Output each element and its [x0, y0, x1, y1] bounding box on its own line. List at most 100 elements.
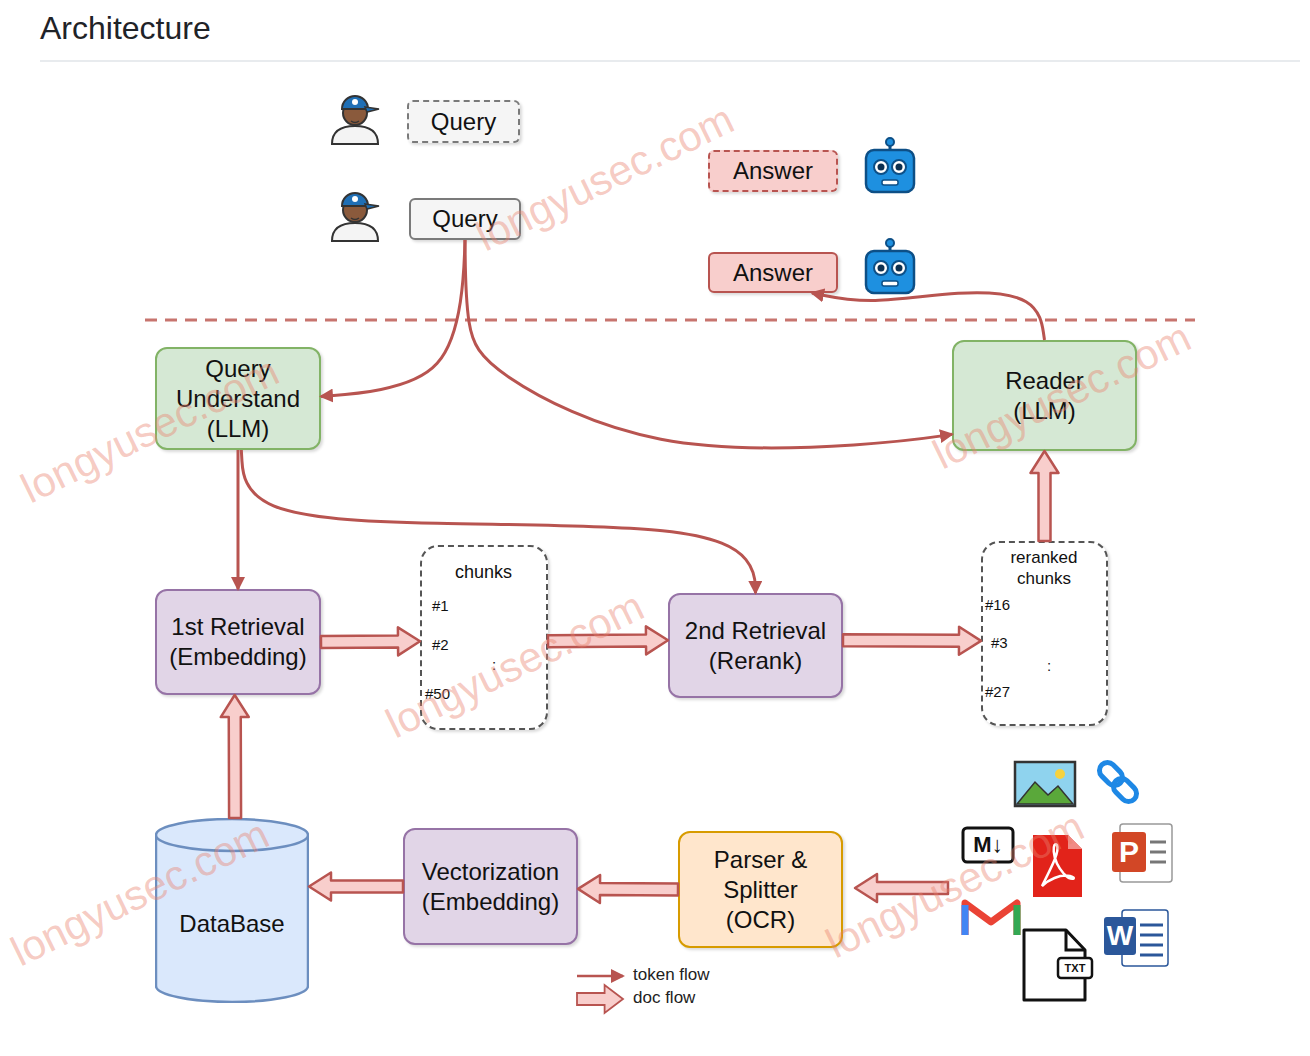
user-icon: [352, 196, 358, 202]
user-icon: [351, 218, 359, 220]
title-rule: [40, 61, 1300, 62]
user-icon: [342, 193, 368, 206]
legend-token-arrow: [577, 975, 623, 978]
txt-file-icon: [1058, 958, 1092, 978]
link-icon: [1096, 759, 1140, 805]
markdown-icon: [963, 828, 1013, 862]
word-icon: [1140, 944, 1163, 947]
robot-icon: [886, 239, 894, 247]
node-text: 1st Retrieval (Embedding): [158, 612, 318, 672]
retrieval-box: 1st Retrieval (Embedding): [155, 589, 321, 695]
node-text: :: [492, 655, 496, 674]
token-flow-arrow: [241, 450, 755, 593]
node-text: Vectorization (Embedding): [406, 857, 576, 917]
doc-flow-arrow: [221, 695, 249, 818]
image-file-icon: [1017, 782, 1073, 804]
node-text: #27: [985, 682, 1010, 701]
node-text: #50: [425, 684, 450, 703]
gmail-icon: [1014, 905, 1021, 935]
robot-icon: [866, 251, 914, 293]
user-icon: [352, 99, 358, 105]
cylinder-body: [156, 835, 308, 1002]
doc-flow-arrow: [321, 627, 420, 655]
powerpoint-icon: [1150, 851, 1166, 854]
node-text: 2nd Retrieval (Rerank): [671, 616, 841, 676]
query-box: Query: [409, 198, 521, 240]
node-text: reranked chunks: [993, 547, 1095, 589]
gmail-icon: [965, 903, 1017, 935]
token-flow-arrow: [812, 293, 1045, 340]
pdf-icon: [1068, 835, 1082, 849]
retrieval-box: 2nd Retrieval (Rerank): [668, 593, 843, 698]
legend-text: doc flow: [633, 987, 695, 1009]
image-file-icon: [1015, 762, 1075, 806]
doc-flow-arrow: [855, 874, 948, 902]
answer-box: Answer: [708, 150, 838, 192]
node-text: Answer: [733, 258, 813, 288]
token-flow-arrow: [321, 240, 465, 396]
node-text: :: [1047, 656, 1051, 675]
node-text: Query: [431, 107, 496, 137]
doc-flow-arrow: [578, 875, 678, 903]
robot-icon: [896, 265, 903, 272]
legend-text: token flow: [633, 964, 710, 986]
process-box: Vectorization (Embedding): [403, 828, 578, 945]
robot-icon: [882, 281, 898, 286]
node-text: Query Understand (LLM): [163, 354, 313, 444]
robot-icon: [878, 265, 885, 272]
robot-icon: [886, 138, 894, 146]
legend-doc-arrow: [577, 985, 623, 1013]
word-icon: [1140, 954, 1163, 957]
robot-icon: [866, 150, 914, 192]
node-text: #1: [432, 596, 449, 615]
doc-flow-arrow: [548, 626, 668, 654]
user-icon: [365, 204, 379, 209]
node-text: Query: [432, 204, 497, 234]
node-text: chunks: [422, 561, 545, 583]
powerpoint-icon: [1112, 832, 1146, 872]
pdf-icon: [1033, 835, 1082, 897]
title-rule: [40, 60, 1300, 62]
node-text: Parser & Splitter (OCR): [696, 845, 826, 935]
powerpoint-icon: [1112, 824, 1172, 882]
robot-icon: [882, 180, 898, 185]
query-box: Query: [407, 100, 520, 143]
user-icon: [342, 96, 368, 109]
user-icon: [365, 107, 379, 112]
robot-icon: [892, 160, 906, 174]
link-icon: [1110, 775, 1140, 805]
txt-file-icon: [1024, 930, 1092, 1000]
robot-icon: [874, 261, 888, 275]
token-flow-arrow: [465, 240, 952, 448]
process-box: Parser & Splitter (OCR): [678, 831, 843, 948]
gmail-icon: [965, 903, 1017, 935]
node-text: #3: [991, 633, 1008, 652]
image-file-icon: [1055, 769, 1065, 779]
powerpoint-icon: [1150, 841, 1166, 844]
word-icon: [1140, 924, 1163, 927]
cylinder-top: [156, 819, 308, 851]
node-text: Answer: [733, 156, 813, 186]
legend-sample: [577, 985, 623, 1013]
chunk-list: chunks #1 #2: #50: [420, 545, 548, 730]
separator-line: [145, 320, 1195, 321]
word-icon: [1104, 910, 1168, 966]
llm-box: Query Understand (LLM): [155, 347, 321, 450]
robot-icon: [866, 239, 914, 293]
answer-box: Answer: [708, 252, 838, 293]
node-text: #2: [432, 635, 449, 654]
node-text: DataBase: [179, 909, 284, 939]
pdf-icon: [1042, 844, 1074, 886]
diagram-title: Architecture: [40, 10, 211, 47]
llm-box: Reader (LLM): [952, 340, 1137, 451]
gmail-icon: [962, 905, 969, 935]
legend-sample: [577, 976, 623, 977]
robot-icon: [878, 164, 885, 171]
word-icon: [1104, 917, 1136, 955]
doc-flow-arrow: [309, 872, 403, 900]
user-icon: [351, 121, 359, 123]
robot-icon: [866, 138, 914, 192]
powerpoint-icon: [1150, 861, 1166, 864]
pdf-icon: [1033, 835, 1082, 897]
doc-flow-arrow: [1031, 451, 1059, 541]
